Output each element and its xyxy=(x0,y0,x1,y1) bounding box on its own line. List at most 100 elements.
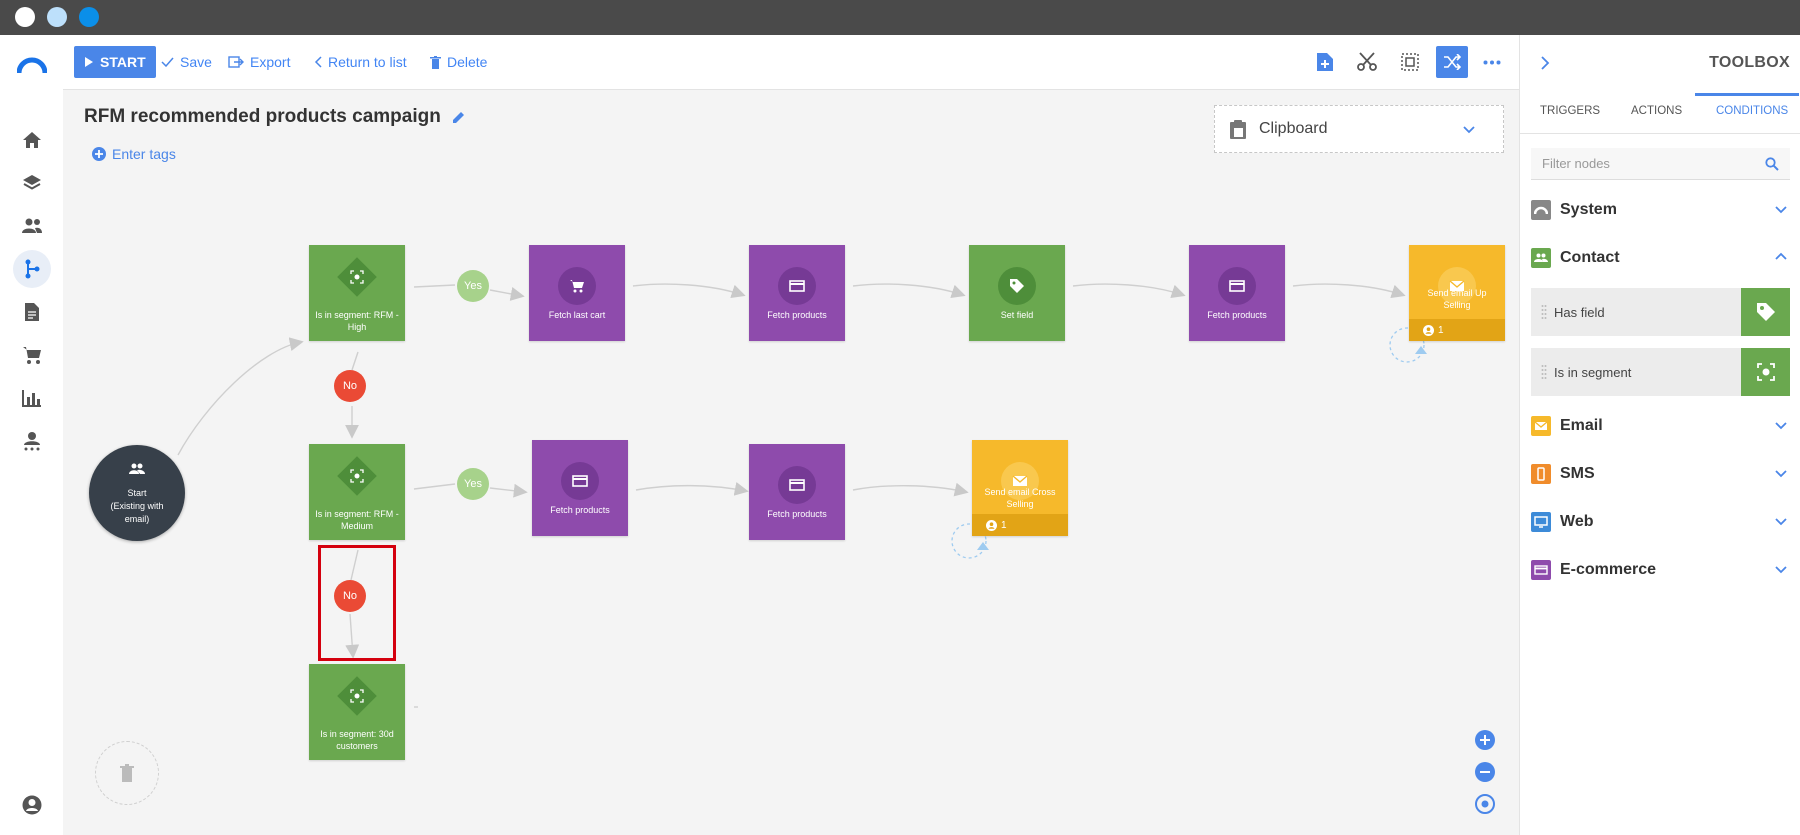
phone-icon xyxy=(1531,464,1551,484)
node-fetch-products[interactable]: Fetch products xyxy=(749,444,845,540)
account-icon[interactable] xyxy=(13,786,51,824)
campaign-title-text: RFM recommended products campaign xyxy=(84,106,441,127)
edit-pencil-icon[interactable] xyxy=(452,110,466,124)
tab-actions[interactable]: ACTIONS xyxy=(1631,105,1683,117)
node-send-email-cross-selling[interactable]: Send email Cross Selling 1 xyxy=(972,440,1068,536)
item-label: Is in segment xyxy=(1554,364,1632,380)
contact-count-bar: 1 xyxy=(972,514,1068,536)
node-fetch-last-cart[interactable]: Fetch last cart xyxy=(529,245,625,341)
delete-button[interactable]: Delete xyxy=(430,46,487,78)
save-button[interactable]: Save xyxy=(161,46,212,78)
more-options-icon[interactable] xyxy=(1476,46,1508,78)
credit-card-icon xyxy=(778,267,816,305)
trash-drop-zone[interactable] xyxy=(95,741,159,805)
credit-card-icon xyxy=(561,462,599,500)
clipboard-icon xyxy=(1230,120,1246,139)
credit-card-icon xyxy=(1531,560,1551,580)
chevron-right-icon[interactable] xyxy=(1540,56,1550,70)
category-label: Email xyxy=(1560,417,1603,434)
tag-icon xyxy=(998,267,1036,305)
reports-icon[interactable] xyxy=(13,379,51,417)
node-set-field[interactable]: Set field xyxy=(969,245,1065,341)
filter-nodes-input[interactable]: Filter nodes xyxy=(1531,148,1790,180)
delete-label: Delete xyxy=(447,54,488,70)
category-ecommerce[interactable]: E-commerce xyxy=(1531,556,1790,584)
toolbox-panel: TOOLBOX TRIGGERS ACTIONS CONDITIONS Filt… xyxy=(1519,35,1800,835)
window-maximize-button[interactable] xyxy=(79,7,99,27)
email-icon xyxy=(1531,416,1551,436)
trash-icon xyxy=(430,55,441,69)
node-fetch-products[interactable]: Fetch products xyxy=(1189,245,1285,341)
category-label: Web xyxy=(1560,513,1594,530)
contacts-icon[interactable] xyxy=(13,207,51,245)
node-fetch-products[interactable]: Fetch products xyxy=(532,440,628,536)
category-email[interactable]: Email xyxy=(1531,412,1790,440)
chevron-up-icon xyxy=(1775,252,1787,260)
select-area-icon[interactable] xyxy=(1394,46,1426,78)
segment-icon xyxy=(347,686,367,706)
scissors-icon[interactable] xyxy=(1351,46,1383,78)
zoom-out-icon[interactable] xyxy=(1475,762,1495,782)
tab-conditions[interactable]: CONDITIONS xyxy=(1716,105,1789,117)
trash-icon xyxy=(120,764,134,782)
node-is-in-segment-rfm-medium[interactable]: Is in segment: RFM - Medium xyxy=(309,444,405,540)
left-nav xyxy=(0,35,64,835)
center-view-icon[interactable] xyxy=(1475,794,1495,814)
contacts-icon xyxy=(129,463,145,474)
start-node[interactable]: Start (Existing with email) xyxy=(89,445,185,541)
no-branch-badge: No xyxy=(334,370,366,402)
enter-tags-button[interactable]: Enter tags xyxy=(92,146,176,162)
cart-icon[interactable] xyxy=(13,336,51,374)
chevron-down-icon xyxy=(1775,470,1787,478)
category-sms[interactable]: SMS xyxy=(1531,460,1790,488)
node-send-email-up-selling[interactable]: Send email Up Selling 1 xyxy=(1409,245,1505,341)
save-label: Save xyxy=(180,54,212,70)
contact-count-bar: 1 xyxy=(1409,319,1505,341)
toolbox-item-has-field[interactable]: Has field xyxy=(1531,288,1790,336)
node-is-in-segment-rfm-high[interactable]: Is in segment: RFM - High xyxy=(309,245,405,341)
zoom-in-icon[interactable] xyxy=(1475,730,1495,750)
logo-icon[interactable] xyxy=(13,47,51,85)
user-management-icon[interactable] xyxy=(13,422,51,460)
chevron-down-icon xyxy=(1775,566,1787,574)
clipboard-dropdown[interactable]: Clipboard xyxy=(1214,105,1504,153)
toolbox-tabs: TRIGGERS ACTIONS CONDITIONS xyxy=(1520,93,1800,134)
toolbox-title: TOOLBOX xyxy=(1709,54,1790,71)
return-to-list-button[interactable]: Return to list xyxy=(314,46,407,78)
chevron-down-icon xyxy=(1775,422,1787,430)
yes-branch-badge: Yes xyxy=(457,468,489,500)
home-icon[interactable] xyxy=(13,121,51,159)
toolbox-item-is-in-segment[interactable]: Is in segment xyxy=(1531,348,1790,396)
email-icon xyxy=(1001,462,1039,500)
document-icon[interactable] xyxy=(13,293,51,331)
segment-icon xyxy=(347,267,367,287)
category-label: Contact xyxy=(1560,249,1620,266)
export-button[interactable]: Export xyxy=(228,46,290,78)
category-system[interactable]: System xyxy=(1531,196,1790,224)
node-label: Set field xyxy=(1000,310,1034,320)
segment-icon xyxy=(347,466,367,486)
shuffle-icon[interactable] xyxy=(1436,46,1468,78)
drag-handle-icon[interactable] xyxy=(1541,364,1547,380)
drag-handle-icon[interactable] xyxy=(1541,304,1547,320)
chevron-down-icon xyxy=(1775,518,1787,526)
category-web[interactable]: Web xyxy=(1531,508,1790,536)
highlight-box xyxy=(318,545,396,661)
window-close-button[interactable] xyxy=(15,7,35,27)
category-contact[interactable]: Contact xyxy=(1531,244,1790,272)
node-fetch-products[interactable]: Fetch products xyxy=(749,245,845,341)
category-label: System xyxy=(1560,201,1617,218)
chevron-down-icon xyxy=(1775,206,1787,214)
node-label: Fetch products xyxy=(550,505,610,515)
add-node-icon[interactable] xyxy=(1309,46,1341,78)
node-is-in-segment-30d-customers[interactable]: Is in segment: 30d customers xyxy=(309,664,405,760)
start-node-sublabel-end: email) xyxy=(124,514,150,524)
tab-triggers[interactable]: TRIGGERS xyxy=(1540,105,1601,117)
start-button[interactable]: START xyxy=(74,46,156,78)
workflow-icon[interactable] xyxy=(13,250,51,288)
node-label: Is in segment: RFM - Medium xyxy=(315,509,399,531)
category-label: E-commerce xyxy=(1560,561,1657,578)
window-minimize-button[interactable] xyxy=(47,7,67,27)
active-tab-indicator xyxy=(1695,93,1799,96)
layers-icon[interactable] xyxy=(13,164,51,202)
